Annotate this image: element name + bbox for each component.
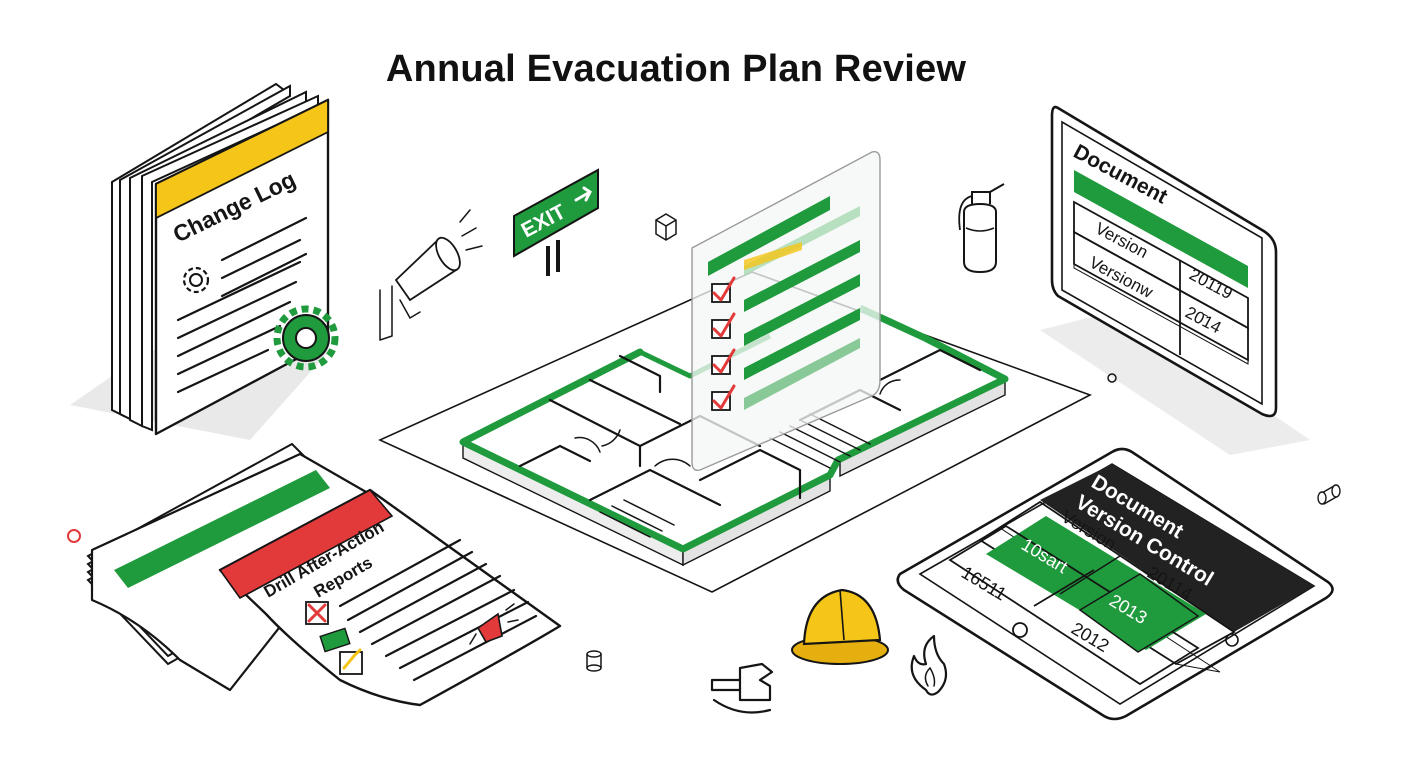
checkbox-checked-icon bbox=[711, 312, 736, 339]
flame-icon bbox=[910, 634, 948, 696]
exit-sign: EXIT bbox=[513, 168, 599, 276]
fail-mark-icon bbox=[305, 601, 329, 625]
green-gear-icon bbox=[273, 305, 339, 371]
drill-reports-stack: Drill After-Action Reports bbox=[86, 442, 562, 707]
fire-extinguisher-icon bbox=[958, 183, 1005, 274]
tablet-version-table bbox=[948, 500, 1236, 686]
document-version-table bbox=[1073, 200, 1249, 365]
document-monitor: Document Version Versionw 20119 20̄14 bbox=[1050, 105, 1278, 418]
checkbox-checked-icon bbox=[711, 276, 736, 303]
megaphone-icon bbox=[379, 209, 483, 341]
route-arrow-icon bbox=[710, 662, 774, 714]
red-megaphone-icon bbox=[469, 603, 519, 645]
checkbox-checked-icon bbox=[711, 384, 736, 411]
red-dot-icon bbox=[67, 529, 81, 543]
checklist-card bbox=[691, 150, 881, 472]
tablet-camera-icon bbox=[1225, 633, 1239, 647]
tablet-button-icon bbox=[1012, 622, 1028, 638]
hard-hat-icon bbox=[791, 588, 889, 665]
change-log-book: Change Log bbox=[111, 82, 339, 436]
check-mark-icon bbox=[339, 648, 363, 675]
gear-icon bbox=[182, 266, 210, 294]
cylinder-icon bbox=[586, 650, 602, 672]
checkbox-checked-icon bbox=[711, 348, 736, 375]
exit-mini-icon bbox=[319, 627, 351, 653]
version-control-tablet: Document Version Control Version 10sart … bbox=[896, 447, 1334, 721]
page-title: Annual Evacuation Plan Review bbox=[385, 48, 967, 90]
spool-icon bbox=[1317, 484, 1341, 505]
cube-icon bbox=[655, 213, 677, 241]
dot-icon bbox=[1107, 373, 1117, 383]
